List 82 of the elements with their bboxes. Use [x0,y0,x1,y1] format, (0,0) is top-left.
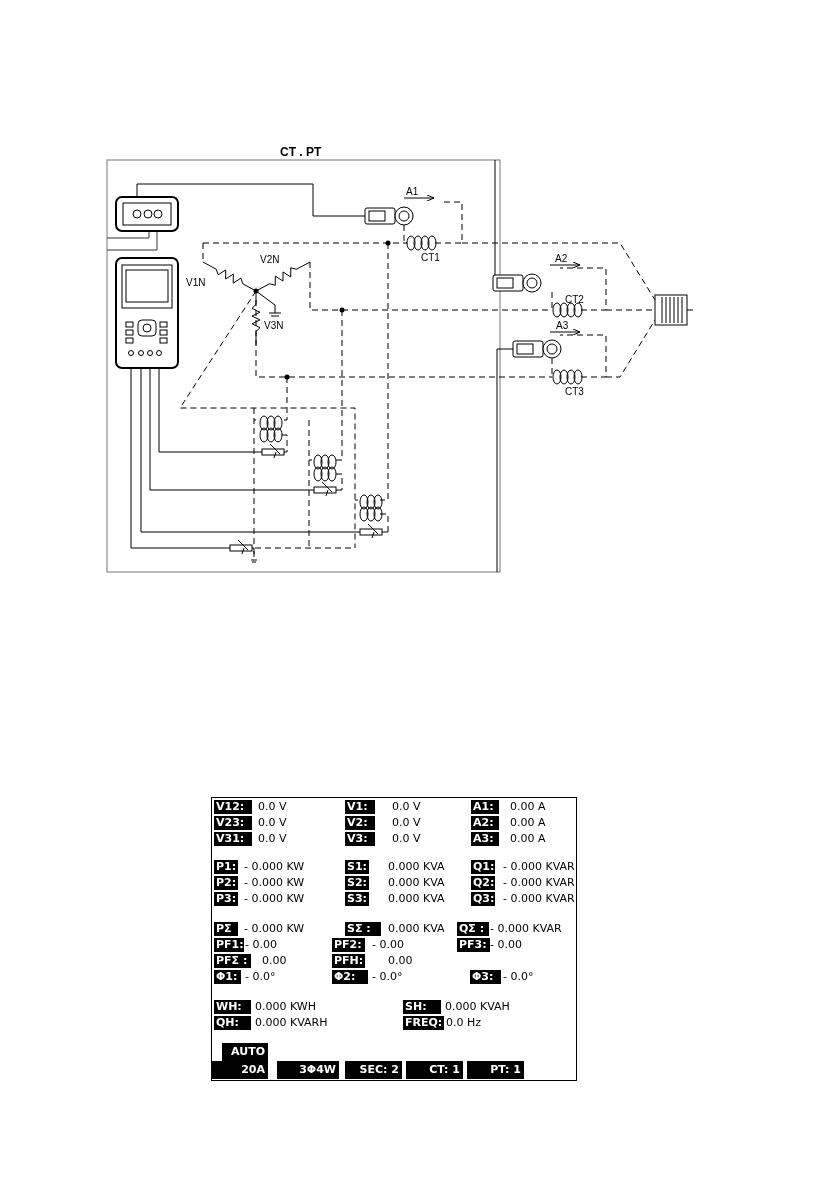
parameter-label: PFH: [332,954,365,968]
circuit-label: V1N [186,276,206,290]
diagram-title: CT . PT [280,145,322,159]
parameter-label: Φ3: [470,970,501,984]
status-indicator: 20A [212,1061,268,1079]
parameter-label: FREQ: [403,1016,444,1030]
parameter-label: V12: [214,800,252,814]
parameter-label: V2: [345,816,375,830]
parameter-label: Φ2: [332,970,368,984]
parameter-label: A1: [471,800,499,814]
parameter-label: Q1: [471,860,495,874]
reading-value: - 0.000 KW [244,876,305,890]
parameter-label: A3: [471,832,499,846]
reading-value: 0.00 [262,954,287,968]
parameter-label: V31: [214,832,252,846]
parameter-label: S3: [345,892,369,906]
parameter-label: PF1: [214,938,244,952]
parameter-label: SΣ : [345,922,381,936]
parameter-label: A2: [471,816,499,830]
circuit-label: A2 [555,252,568,266]
circuit-label: V2N [260,253,280,267]
circuit-label: A3 [556,319,569,333]
reading-value: 0.000 KVA [388,876,445,890]
parameter-label: P2: [214,876,238,890]
reading-value: 0.000 KVA [388,860,445,874]
parameter-label: PF2: [332,938,365,952]
reading-value: 0.00 A [510,832,546,846]
reading-value: 0.0 V [258,816,287,830]
reading-value: - 0.000 KW [244,860,305,874]
reading-value: 0.000 KWH [255,1000,316,1014]
reading-value: 0.0 V [392,800,421,814]
reading-value: - 0.000 KVAR [503,860,575,874]
status-indicator: AUTO [222,1043,268,1061]
reading-value: 0.000 KVA [388,922,445,936]
reading-value: - 0.000 KVAR [503,892,575,906]
parameter-label: V3: [345,832,375,846]
circuit-label: CT2 [565,293,584,307]
reading-value: - 0.00 [245,938,277,952]
reading-value: 0.000 KVAH [445,1000,510,1014]
reading-value: - 0.000 KVAR [490,922,562,936]
reading-value: - 0.0° [372,970,403,984]
reading-value: 0.000 KVARH [255,1016,328,1030]
status-indicator: SEC: 2 [345,1061,402,1079]
reading-value: 0.000 KVA [388,892,445,906]
circuit-label: CT1 [421,251,440,265]
parameter-label: Q2: [471,876,495,890]
parameter-label: SH: [403,1000,441,1014]
reading-value: - 0.00 [490,938,522,952]
parameter-label: PΣ [214,922,238,936]
parameter-label: Φ1: [214,970,241,984]
reading-value: - 0.0° [503,970,534,984]
parameter-label: P1: [214,860,238,874]
reading-value: - 0.00 [372,938,404,952]
reading-value: 0.0 V [392,832,421,846]
circuit-label: V3N [264,319,284,333]
status-indicator: CT: 1 [406,1061,463,1079]
parameter-label: PFΣ : [214,954,251,968]
status-indicator: PT: 1 [467,1061,524,1079]
reading-value: - 0.000 KVAR [503,876,575,890]
status-indicator: 3Φ4W [277,1061,339,1079]
reading-value: 0.0 Hz [446,1016,482,1030]
reading-value: 0.00 A [510,800,546,814]
reading-value: 0.0 V [258,832,287,846]
parameter-label: S1: [345,860,369,874]
circuit-label: A1 [406,185,419,199]
parameter-label: P3: [214,892,238,906]
reading-value: 0.0 V [392,816,421,830]
parameter-label: QΣ : [457,922,489,936]
reading-value: - 0.000 KW [244,922,305,936]
parameter-label: QH: [214,1016,251,1030]
reading-value: 0.0 V [258,800,287,814]
parameter-label: S2: [345,876,369,890]
parameter-label: V23: [214,816,252,830]
reading-value: - 0.000 KW [244,892,305,906]
parameter-label: WH: [214,1000,251,1014]
parameter-label: V1: [345,800,375,814]
parameter-label: Q3: [471,892,495,906]
reading-value: - 0.0° [245,970,276,984]
reading-value: 0.00 [388,954,413,968]
reading-value: 0.00 A [510,816,546,830]
circuit-label: CT3 [565,385,584,399]
parameter-label: PF3: [457,938,490,952]
